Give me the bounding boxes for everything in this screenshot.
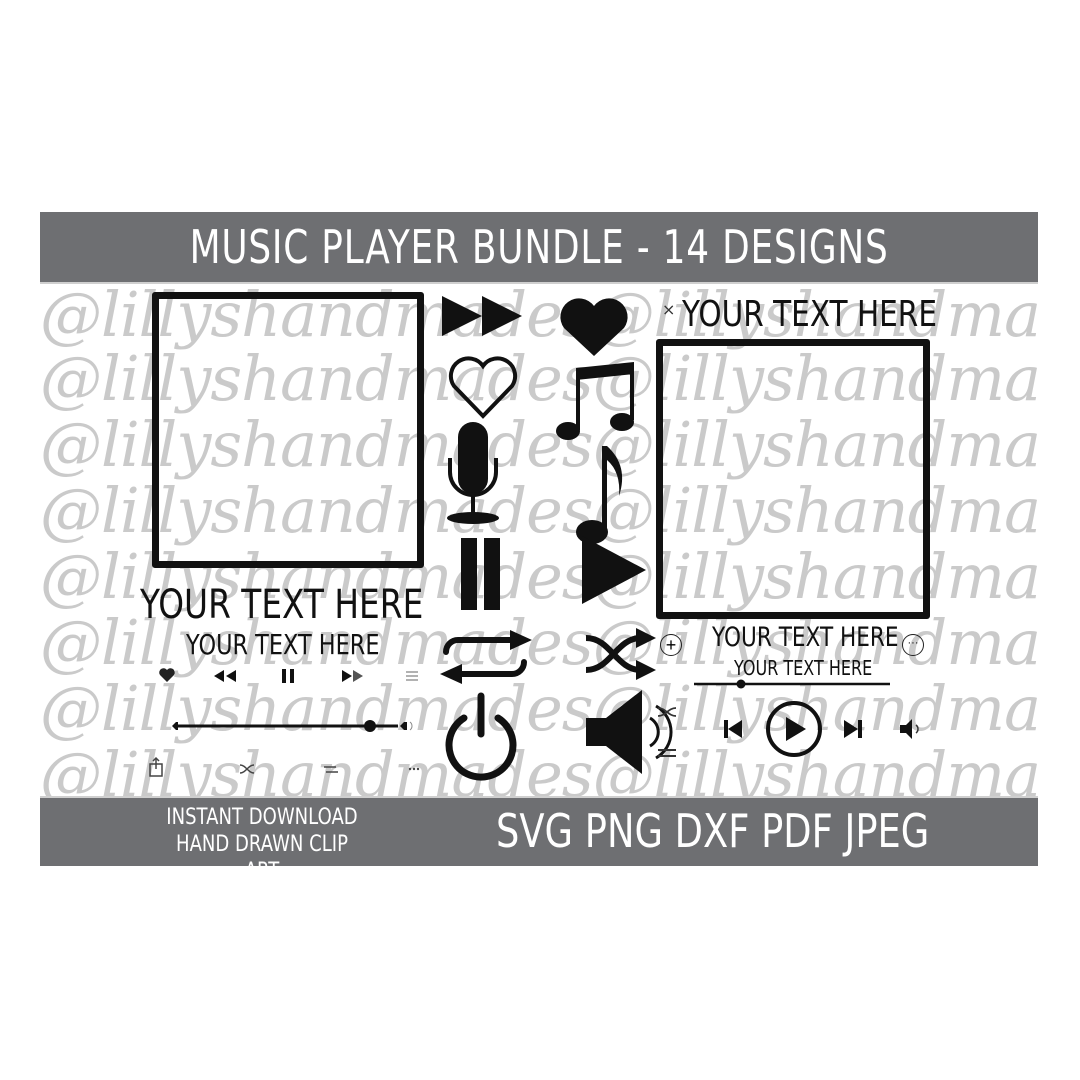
footer-banner: INSTANT DOWNLOAD HAND DRAWN CLIP ART SVG… [40,796,1038,866]
left-bottom-controls [149,756,420,777]
right-progress-bar[interactable] [690,678,940,690]
file-formats: SVG PNG DXF PDF JPEG [496,804,930,858]
slider-thumb [364,720,376,732]
fast-forward-icon [342,670,363,682]
previous-icon [724,720,742,738]
header-banner: MUSIC PLAYER BUNDLE - 14 DESIGNS [40,212,1038,284]
right-photo-frame [656,339,930,619]
footer-line-2: HAND DRAWN CLIP ART [176,832,348,866]
right-player-subtitle: YOUR TEXT HERE [734,656,873,680]
left-player-subtitle: YOUR TEXT HERE [186,628,380,661]
shuffle-icon [657,707,677,717]
list-icon [406,671,418,681]
more-icon: ··· [902,634,924,656]
product-graphic: @lillyshandmades@lillyshandmades @lillys… [40,212,1038,866]
more-icon [408,767,420,771]
shuffle-icon [239,764,255,774]
repeat-icon [443,637,527,677]
close-icon: × [662,300,676,319]
beamed-notes-icon [556,362,634,440]
play-button [766,701,822,757]
share-icon [149,756,163,777]
left-player-controls [159,668,418,683]
right-player-controls [657,701,919,757]
volume-low-icon [172,722,178,730]
rewind-icon [214,670,236,682]
watermark: @lillyshandmades@lillyshandmades [40,342,1038,415]
repeat-icon [658,749,676,757]
repeat-icon [324,766,338,773]
power-icon [445,692,517,781]
footer-line-1: INSTANT DOWNLOAD [166,805,358,830]
heart-outline-icon [448,356,518,419]
play-icon [582,536,646,604]
pause-icon [461,538,500,610]
icon-grid [440,296,673,781]
right-player-title: YOUR TEXT HERE [712,622,899,653]
volume-high-icon [400,722,407,730]
speaker-icon [586,690,673,774]
pause-icon [282,669,294,683]
microphone-icon [447,422,499,524]
watermark: @lillyshandmades@lillyshandmades [40,408,1038,481]
eighth-note-icon [576,446,623,544]
next-icon [844,720,862,738]
heart-icon [159,668,175,682]
add-icon: + [660,634,682,656]
left-photo-frame [152,292,424,568]
slider-thumb [736,679,746,689]
play-icon [786,717,806,741]
left-player-title: YOUR TEXT HERE [140,582,424,628]
left-volume-slider[interactable] [170,716,420,736]
right-top-label: YOUR TEXT HERE [682,294,937,335]
volume-icon [900,719,919,739]
page-title: MUSIC PLAYER BUNDLE - 14 DESIGNS [189,220,889,274]
heart-filled-icon [560,298,628,356]
shuffle-icon [585,635,642,673]
footer-tagline: INSTANT DOWNLOAD HAND DRAWN CLIP ART [160,804,363,866]
watermark: @lillyshandmades@lillyshandmades [40,278,1038,351]
watermark: @lillyshandmades@lillyshandmades [40,540,1038,613]
watermark: @lillyshandmades@lillyshandmades [40,474,1038,547]
fast-forward-icon [442,296,522,336]
